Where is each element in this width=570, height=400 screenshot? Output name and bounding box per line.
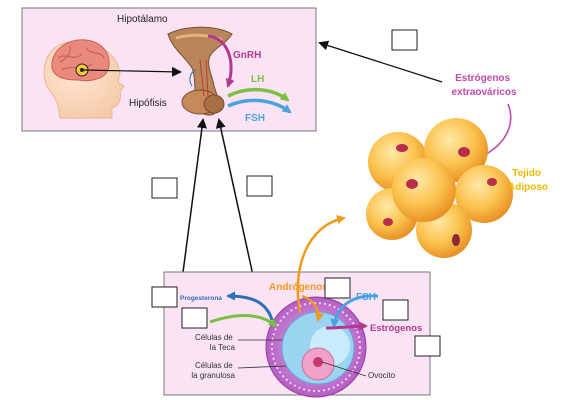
hypothalamus-label: Hipotálamo <box>117 14 168 25</box>
progesterone-arrow <box>226 291 274 321</box>
follicle-illustration <box>265 296 367 398</box>
oocyte-label: Ovocito <box>368 371 396 380</box>
progesterone-feedback-arrow <box>181 118 207 281</box>
fat-cell <box>455 165 513 223</box>
pituitary-illustration <box>167 26 233 116</box>
estrogen-feedback-arrow <box>215 118 255 281</box>
answer-box-4[interactable] <box>151 286 178 308</box>
answer-box-5[interactable] <box>181 307 208 329</box>
lh-arrow <box>227 87 290 102</box>
answer-box-6[interactable] <box>324 277 351 299</box>
answer-box-3[interactable] <box>246 175 273 197</box>
brain-pointer-line <box>83 66 182 77</box>
fsh-label-bottom: FSH <box>356 292 376 303</box>
androgens-arrow <box>301 294 324 322</box>
fsh-label-top: FSH <box>245 113 265 124</box>
lh-arrow-bottom <box>209 314 278 328</box>
estrogens-arrow <box>325 321 368 331</box>
ovary-panel: Progesterona Andrógenos FSH Estrógenos C… <box>163 215 431 398</box>
oocyte-pointer <box>321 361 367 377</box>
adipose-tissue <box>366 118 513 258</box>
brain-panel: Hipotálamo Hipófisis GnRH LH FSH <box>21 7 317 132</box>
granulosa-cells-label: Células de la granulosa <box>191 361 235 380</box>
fsh-arrow-top <box>227 98 292 114</box>
fsh-arrow-bottom <box>330 294 379 328</box>
gnrh-label: GnRH <box>233 50 261 61</box>
progesterone-label: Progesterona <box>180 295 222 302</box>
theca-cells-label: Células de la Teca <box>195 333 236 352</box>
estrogens-label: Estrógenos <box>370 323 422 334</box>
answer-box-2[interactable] <box>151 177 178 199</box>
androgens-to-adipose-arrow <box>296 215 346 313</box>
pituitary-label: Hipófisis <box>129 98 167 109</box>
androgens-label: Andrógenos <box>269 282 328 293</box>
answer-box-1[interactable] <box>391 29 418 51</box>
answer-box-8[interactable] <box>414 335 441 357</box>
extraovarian-feedback-arrow <box>318 40 443 83</box>
answer-box-7[interactable] <box>382 299 409 321</box>
adipose-tissue-label: Tejido Adiposo <box>508 168 548 193</box>
lh-label: LH <box>251 74 264 85</box>
extraovarian-estrogens-label: Estrógenos extraováricos <box>451 73 516 98</box>
granulosa-pointer <box>237 365 287 369</box>
fat-cell <box>392 158 456 222</box>
gnrh-arrow <box>207 34 235 88</box>
